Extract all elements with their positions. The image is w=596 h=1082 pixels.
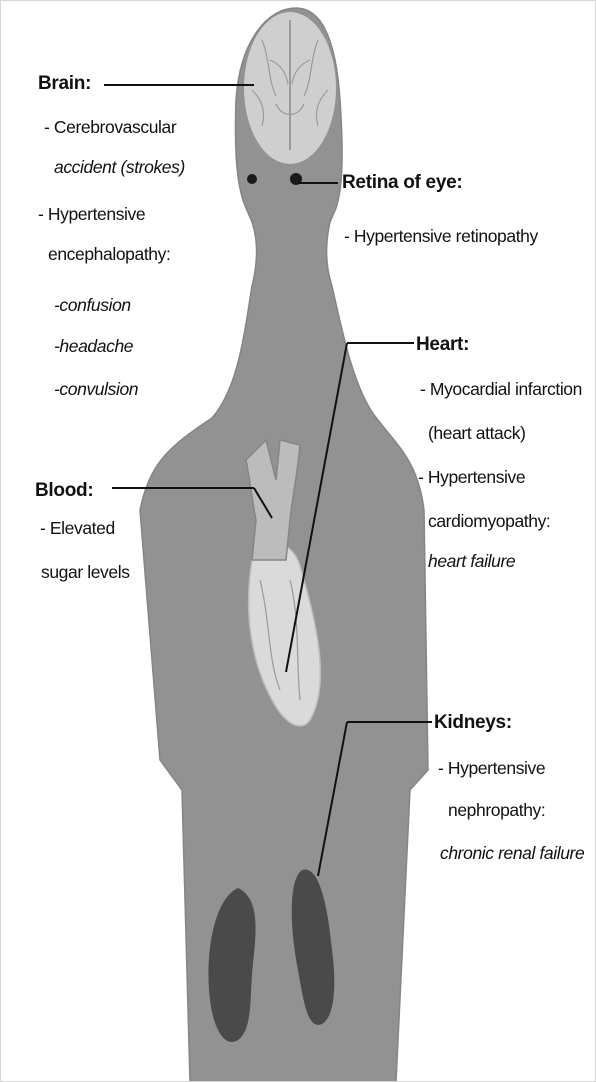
brain-item-7: -convulsion xyxy=(54,381,138,399)
blood-item-2: sugar levels xyxy=(41,564,130,582)
brain-item-1: - Cerebrovascular xyxy=(44,119,176,137)
eye-item-1: - Hypertensive retinopathy xyxy=(344,228,538,246)
heart-item-3: - Hypertensive xyxy=(418,469,525,487)
kidneys-item-1: - Hypertensive xyxy=(438,760,545,778)
kidneys-title: Kidneys: xyxy=(434,713,512,732)
heart-item-2: (heart attack) xyxy=(428,425,526,443)
heart-item-5: heart failure xyxy=(428,553,515,571)
brain-item-2: accident (strokes) xyxy=(54,159,185,177)
heart-title: Heart: xyxy=(416,335,469,354)
heart-item-1: - Myocardial infarction xyxy=(420,381,582,399)
eye-title: Retina of eye: xyxy=(342,173,462,192)
blood-title: Blood: xyxy=(35,481,93,500)
blood-item-1: - Elevated xyxy=(40,520,115,538)
brain-item-6: -headache xyxy=(54,338,133,356)
brain-title: Brain: xyxy=(38,74,91,93)
kidneys-item-3: chronic renal failure xyxy=(440,845,584,863)
kidneys-item-2: nephropathy: xyxy=(448,802,545,820)
heart-item-4: cardiomyopathy: xyxy=(428,513,550,531)
brain-item-4: encephalopathy: xyxy=(48,246,170,264)
brain-item-3: - Hypertensive xyxy=(38,206,145,224)
brain-illustration xyxy=(244,12,336,164)
left-eye xyxy=(247,174,257,184)
brain-item-5: -confusion xyxy=(54,297,131,315)
